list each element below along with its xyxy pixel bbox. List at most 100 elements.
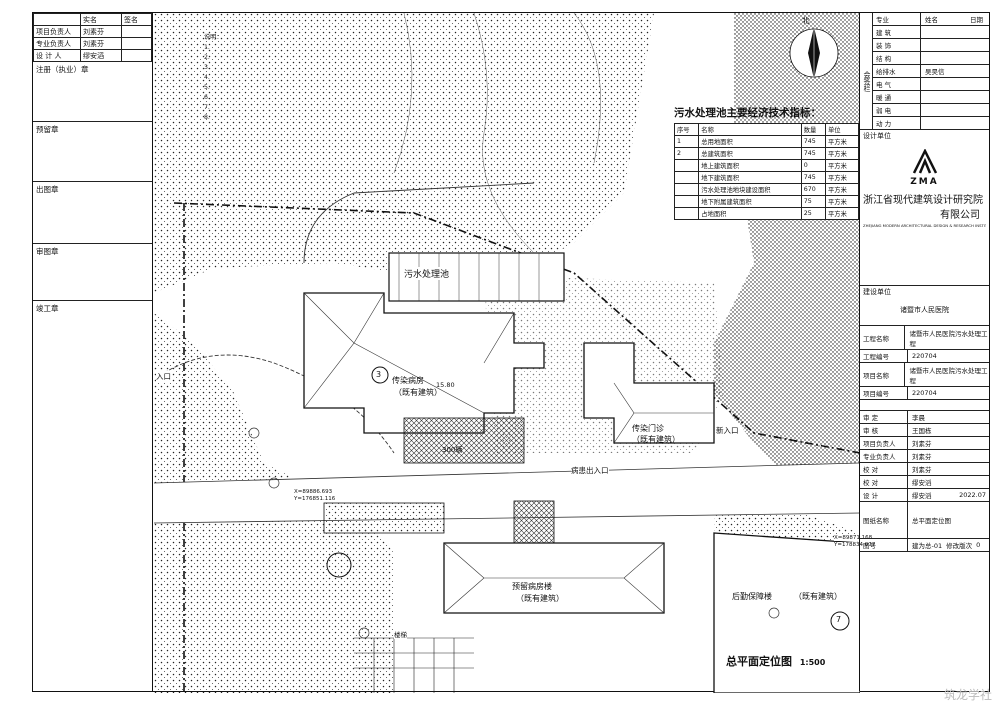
stamp-box: 出图章	[33, 182, 152, 244]
countersign-row: 暖 通	[873, 91, 989, 104]
zma-logo-icon	[912, 148, 937, 174]
label-gate: 入口	[156, 371, 171, 382]
label-logistics: 后勤保障楼	[732, 592, 772, 601]
site-plan-svg	[154, 13, 860, 693]
notes-block: 说明： 1. 2. 3. 4. 5. 6. 7. 8.	[204, 33, 223, 123]
north-label: 北	[802, 16, 810, 25]
sig-role: 设 计 人	[33, 49, 81, 62]
tree	[768, 607, 780, 619]
tree	[248, 427, 260, 439]
approval-row: 审 核王国栋	[860, 424, 989, 437]
sig-header-sign: 签名	[121, 13, 152, 26]
approval-row: 校 对刘素芬	[860, 463, 989, 476]
tree	[268, 477, 280, 489]
contour-line	[473, 13, 535, 254]
label-reserved-ward-note: （既有建筑）	[516, 594, 564, 603]
label-infection-clinic: 传染门诊	[632, 424, 664, 433]
building-number: 7	[836, 615, 842, 624]
label-logistics-note: （既有建筑）	[794, 592, 842, 601]
stamp-box: 注册（执业）章	[33, 62, 152, 122]
client-row: 建设单位 诸暨市人民医院	[860, 286, 989, 326]
company-name-2: 有限公司	[940, 210, 980, 221]
contour-line	[573, 13, 601, 164]
label-stair: 楼梯	[394, 629, 407, 639]
watermark: 筑龙学社	[943, 688, 992, 702]
parking-lot	[323, 502, 445, 534]
design-unit-block: 设计单位 ZMA 浙江省现代建筑设计研究院 有限公司 ZHEJIANG MODE…	[860, 130, 989, 286]
curved-road	[303, 182, 535, 264]
site-boundary	[173, 202, 860, 454]
label-parking: 300辆	[442, 446, 463, 454]
stamp-box: 审图章	[33, 244, 152, 301]
countersign-row: 电 气	[873, 78, 989, 91]
sig-header-name: 实名	[79, 13, 123, 26]
contour-line	[393, 13, 413, 174]
building-infection-clinic	[583, 342, 715, 444]
countersign-row: 动 力	[873, 117, 989, 129]
left-signature-column: 实名 签名 项目负责人 刘素芬 专业负责人 刘素芬 设 计 人 缪安滔 注册（执…	[33, 13, 153, 691]
note-line: 3.	[204, 64, 210, 71]
sig-name: 刘素芬	[79, 37, 123, 50]
label-patient-entrance: 病患出入口	[571, 465, 609, 476]
terrain-north	[154, 13, 654, 293]
label-sewage-tank: 污水处理池	[404, 267, 450, 280]
countersign-row: 建 筑	[873, 26, 989, 39]
note-line: 8.	[204, 114, 210, 121]
company-name-en: ZHEJIANG MODERN ARCHITECTURAL DESIGN & R…	[863, 223, 986, 228]
sig-name: 缪安滔	[79, 49, 123, 62]
coordinate-label: X=89871.168	[834, 535, 873, 541]
elevation-label: 15.80	[436, 381, 455, 389]
roof-lines	[613, 382, 714, 444]
plan-title: 总平面定位图 1:500	[726, 653, 826, 669]
note-line: 1.	[204, 44, 210, 51]
north-arrow	[789, 27, 839, 79]
label-infection-clinic-note: （既有建筑）	[632, 435, 680, 444]
coordinate-label: Y=178834.077	[834, 542, 876, 548]
building-number-circle	[830, 611, 850, 631]
note-line: 7.	[204, 104, 210, 111]
stamp-box: 竣工章	[36, 304, 59, 313]
note-line: 6.	[204, 94, 210, 101]
econ-title: 污水处理池主要经济技术指标：	[674, 107, 821, 119]
signature-table: 实名 签名 项目负责人 刘素芬 专业负责人 刘素芬 设 计 人 缪安滔	[33, 13, 152, 62]
countersign-label: 会签栏	[860, 13, 873, 129]
approval-row: 审 定李晨	[860, 411, 989, 424]
countersign-row: 结 构	[873, 52, 989, 65]
note-line: 4.	[204, 74, 210, 81]
road-line	[154, 512, 860, 524]
drawing-sheet: 实名 签名 项目负责人 刘素芬 专业负责人 刘素芬 设 计 人 缪安滔 注册（执…	[32, 12, 990, 693]
coordinate-label: Y=176851.116	[294, 496, 336, 502]
building-number: 3	[376, 370, 382, 379]
roof-lines	[303, 292, 515, 414]
approval-row: 专业负责人刘素芬	[860, 450, 989, 463]
note-line: 5.	[204, 84, 210, 91]
company-name: 浙江省现代建筑设计研究院	[863, 195, 983, 206]
countersign-row: 弱 电	[873, 104, 989, 117]
countersign-row: 给排水吴昊信	[873, 65, 989, 78]
label-new-gate: 新入口	[716, 425, 739, 436]
sig-role: 专业负责人	[33, 37, 81, 50]
road-line	[154, 462, 860, 484]
stamp-box: 预留章	[33, 122, 152, 182]
sig-name: 刘素芬	[79, 25, 123, 38]
coordinate-label: X=89886.693	[294, 489, 333, 495]
roundabout	[326, 552, 352, 578]
title-block: 会签栏 专业姓名日期 建 筑 装 饰 结 构 给排水吴昊信 电 气 暖 通 弱 …	[859, 13, 989, 691]
terrain-east	[714, 13, 860, 513]
parking-lot	[403, 417, 525, 464]
label-infection-ward-note: （既有建筑）	[394, 388, 442, 397]
roof-lines	[443, 542, 665, 614]
building-number-circle	[371, 366, 389, 384]
approval-row: 校 对缪安滔	[860, 476, 989, 489]
parking-stalls	[354, 637, 474, 693]
label-reserved-ward: 预留病房楼	[512, 582, 552, 591]
sig-role: 项目负责人	[33, 25, 81, 38]
